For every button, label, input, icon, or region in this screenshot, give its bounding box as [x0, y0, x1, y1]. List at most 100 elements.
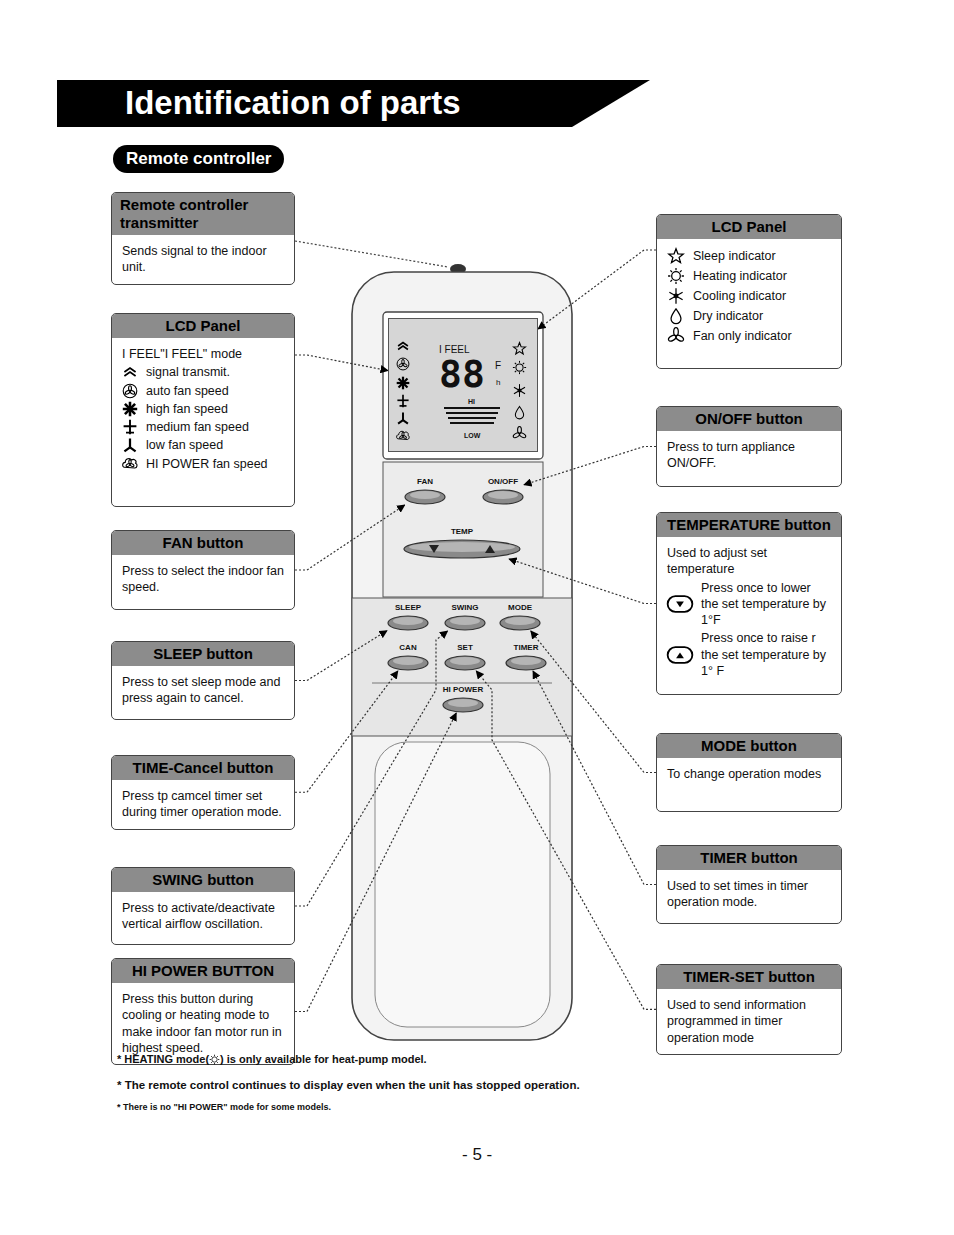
- callout-box: TIME-Cancel buttonPress tp camcel timer …: [111, 755, 295, 830]
- footnote: ) is only available for heat-pump model.: [220, 1053, 427, 1065]
- leader-line: [295, 355, 388, 371]
- remote-button: ON/OFF: [482, 478, 524, 505]
- button-label: SET: [457, 644, 473, 652]
- hipower-icon: [122, 456, 138, 472]
- leader-line: [509, 559, 656, 604]
- callout-box: HI POWER BUTTONPress this button during …: [111, 958, 295, 1065]
- signal-icon: [122, 364, 138, 380]
- callout-text: signal transmit.: [146, 364, 230, 380]
- callout-text: Used to send information programmed in t…: [667, 997, 831, 1046]
- button-oval: [403, 539, 521, 559]
- callout-box: TIMER-SET buttonUsed to send information…: [656, 964, 842, 1055]
- button-oval: [442, 697, 484, 713]
- leader-line: [295, 241, 448, 267]
- button-label: CAN: [399, 644, 416, 652]
- lcd-text: 88: [439, 355, 485, 393]
- leader-line: [295, 505, 405, 570]
- callout-box: LCD PanelSleep indicatorHeating indicato…: [656, 214, 842, 369]
- callout-heading: SWING button: [112, 868, 294, 892]
- leader-line: [533, 671, 656, 885]
- lcd-text: LOW: [464, 432, 480, 439]
- low-icon: [396, 411, 410, 425]
- heat-icon: [512, 360, 527, 375]
- callout-text: Sends signal to the indoor unit.: [122, 243, 284, 276]
- callout-text: Dry indicator: [693, 308, 763, 324]
- button-oval: [444, 615, 486, 631]
- callout-heading: Remote controller transmitter: [112, 193, 294, 235]
- fan-icon: [667, 327, 685, 345]
- callout-text: Press to select the indoor fan speed.: [122, 563, 284, 596]
- button-label: ON/OFF: [488, 478, 518, 486]
- button-label: SLEEP: [395, 604, 421, 612]
- callout-box: SLEEP buttonPress to set sleep mode and …: [111, 641, 295, 720]
- star-icon: [667, 247, 685, 265]
- callout-text: To change operation modes: [667, 766, 821, 782]
- leader-line: [524, 447, 656, 485]
- footnote: * The remote control continues to displa…: [117, 1079, 580, 1091]
- callout-text: Press this button during cooling or heat…: [122, 991, 284, 1056]
- leader-line: [295, 631, 387, 681]
- remote-button: SLEEP: [387, 604, 429, 631]
- callout-heading: TIME-Cancel button: [112, 756, 294, 780]
- callout-box: TIMER buttonUsed to set times in timer o…: [656, 845, 842, 924]
- button-label: SWING: [451, 604, 478, 612]
- button-label: FAN: [417, 478, 433, 486]
- button-oval: [387, 655, 429, 671]
- callout-text: low fan speed: [146, 437, 223, 453]
- button-label: TIMER: [514, 644, 539, 652]
- cool-icon: [512, 383, 527, 398]
- lower-panel: [352, 598, 572, 736]
- remote-button: SWING: [444, 604, 486, 631]
- callout-text: auto fan speed: [146, 383, 229, 399]
- remote-body: [352, 272, 572, 1040]
- callout-box: MODE button To change operation modes: [656, 733, 842, 812]
- callout-heading: LCD Panel: [112, 314, 294, 338]
- dry-icon: [667, 307, 685, 325]
- button-label: TEMP: [451, 528, 473, 536]
- button-oval: [499, 615, 541, 631]
- remote-button: MODE: [499, 604, 541, 631]
- callout-box: ON/OFF buttonPress to turn appliance ON/…: [656, 406, 842, 487]
- auto-icon: [122, 383, 138, 399]
- up-icon: [667, 642, 693, 668]
- callout-text: Sleep indicator: [693, 248, 776, 264]
- button-oval: [387, 615, 429, 631]
- callout-heading: SLEEP button: [112, 642, 294, 666]
- leader-line: [295, 671, 398, 792]
- remote-button: SET: [444, 644, 486, 671]
- medium-icon: [396, 394, 410, 408]
- callout-text: medium fan speed: [146, 419, 249, 435]
- section-pill: Remote controller: [113, 145, 284, 173]
- button-label: HI POWER: [443, 686, 483, 694]
- page-number: - 5 -: [462, 1145, 492, 1165]
- fan-icon: [512, 426, 527, 441]
- callout-text: Used to adjust set temperature: [667, 545, 831, 578]
- callout-text: Press to activate/deactivate vertical ai…: [122, 900, 284, 933]
- lcd-text: h: [496, 379, 500, 387]
- callout-heading: LCD Panel: [657, 215, 841, 239]
- leader-line: [476, 671, 656, 1009]
- footnote-line: * HEATING mode() is only available for h…: [117, 1053, 427, 1065]
- callout-heading: MODE button: [657, 734, 841, 758]
- callout-heading: TIMER button: [657, 846, 841, 870]
- button-label: MODE: [508, 604, 532, 612]
- callout-box: SWING buttonPress to activate/deactivate…: [111, 867, 295, 945]
- medium-icon: [122, 419, 138, 435]
- high-icon: [122, 401, 138, 417]
- auto-icon: [396, 357, 410, 371]
- leader-line: [295, 631, 448, 906]
- hipower-icon: [396, 429, 410, 443]
- title-banner: [57, 80, 650, 127]
- callout-box: LCD Panel I FEEL"I FEEL" mode signal trans…: [111, 313, 295, 507]
- remote-button: TEMP: [403, 528, 521, 559]
- footnote: * There is no "HI POWER" mode for some m…: [117, 1102, 331, 1112]
- callout-text: high fan speed: [146, 401, 228, 417]
- remote-button: TIMER: [505, 644, 547, 671]
- section-title: Remote controller: [126, 149, 271, 168]
- callout-heading: TEMPERATURE button: [657, 513, 841, 537]
- cool-icon: [667, 287, 685, 305]
- callout-text: I FEEL"I FEEL" mode: [122, 346, 242, 362]
- callout-text: Fan only indicator: [693, 328, 792, 344]
- high-icon: [396, 376, 410, 390]
- button-oval: [444, 655, 486, 671]
